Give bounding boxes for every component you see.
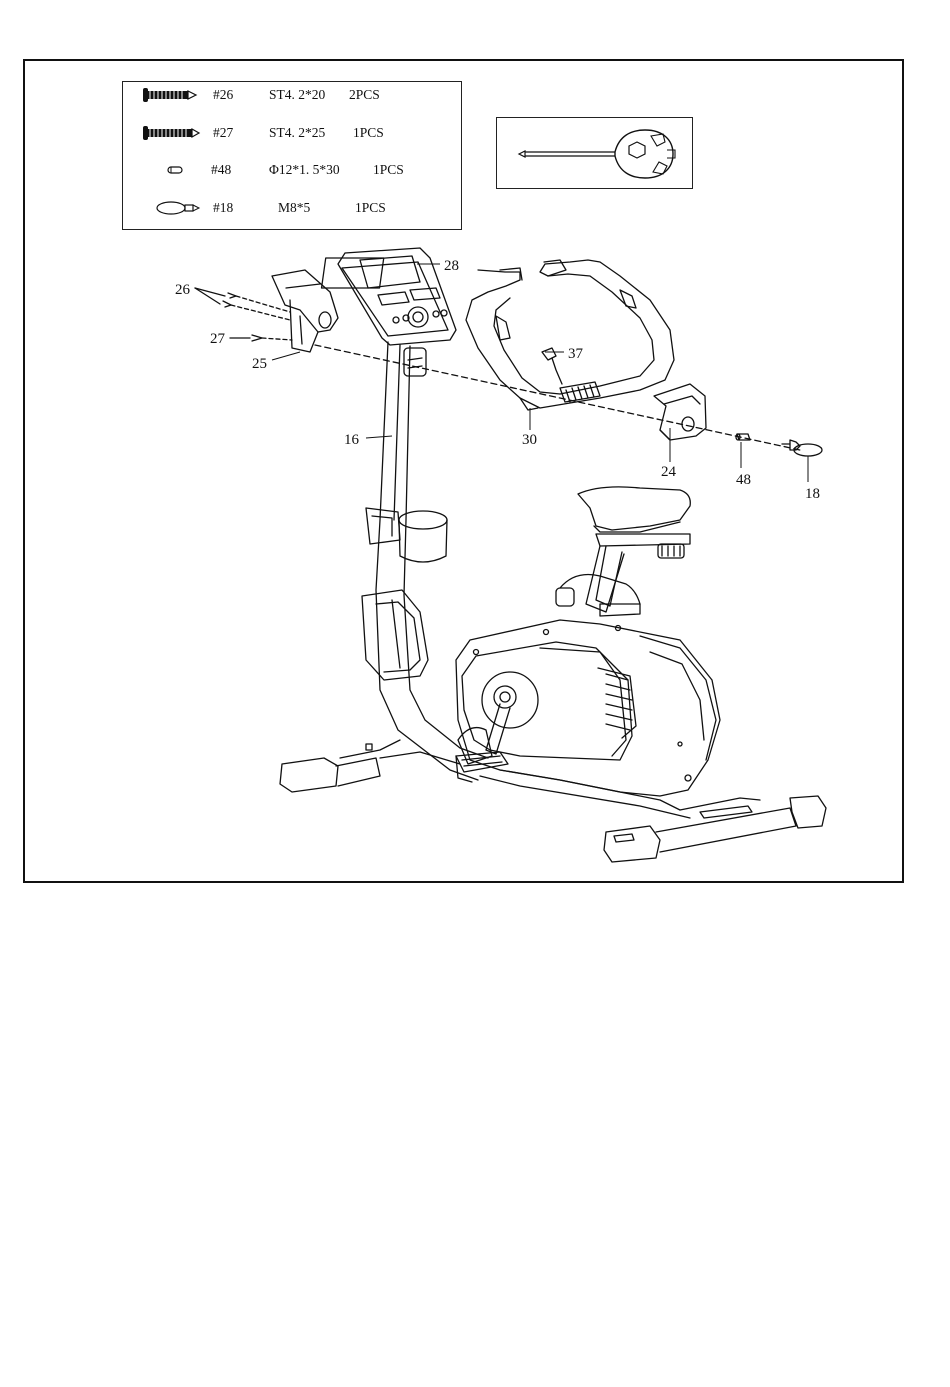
callout-24: 24	[661, 464, 677, 480]
callout-25: 25	[252, 356, 267, 372]
callout-27: 27	[210, 331, 226, 347]
callout-26: 26	[175, 282, 191, 298]
pedal	[456, 728, 508, 782]
seat	[578, 487, 690, 606]
rear-stabilizer	[280, 740, 460, 792]
seat-post	[556, 546, 640, 616]
callout-18: 18	[805, 486, 820, 502]
console-28	[322, 248, 456, 345]
callout-28: 28	[444, 258, 459, 274]
handlebar-bracket-24	[654, 384, 706, 440]
crank-hub	[482, 672, 538, 754]
callout-48: 48	[736, 472, 751, 488]
handlebar-30	[466, 260, 674, 410]
pulse-wire-37	[542, 348, 562, 384]
upright-side-cover	[362, 590, 428, 680]
callout-37: 37	[568, 346, 584, 362]
callout-16: 16	[344, 432, 360, 448]
callout-leaders	[272, 264, 808, 482]
console-bracket-25	[272, 270, 338, 352]
callout-30: 30	[522, 432, 537, 448]
